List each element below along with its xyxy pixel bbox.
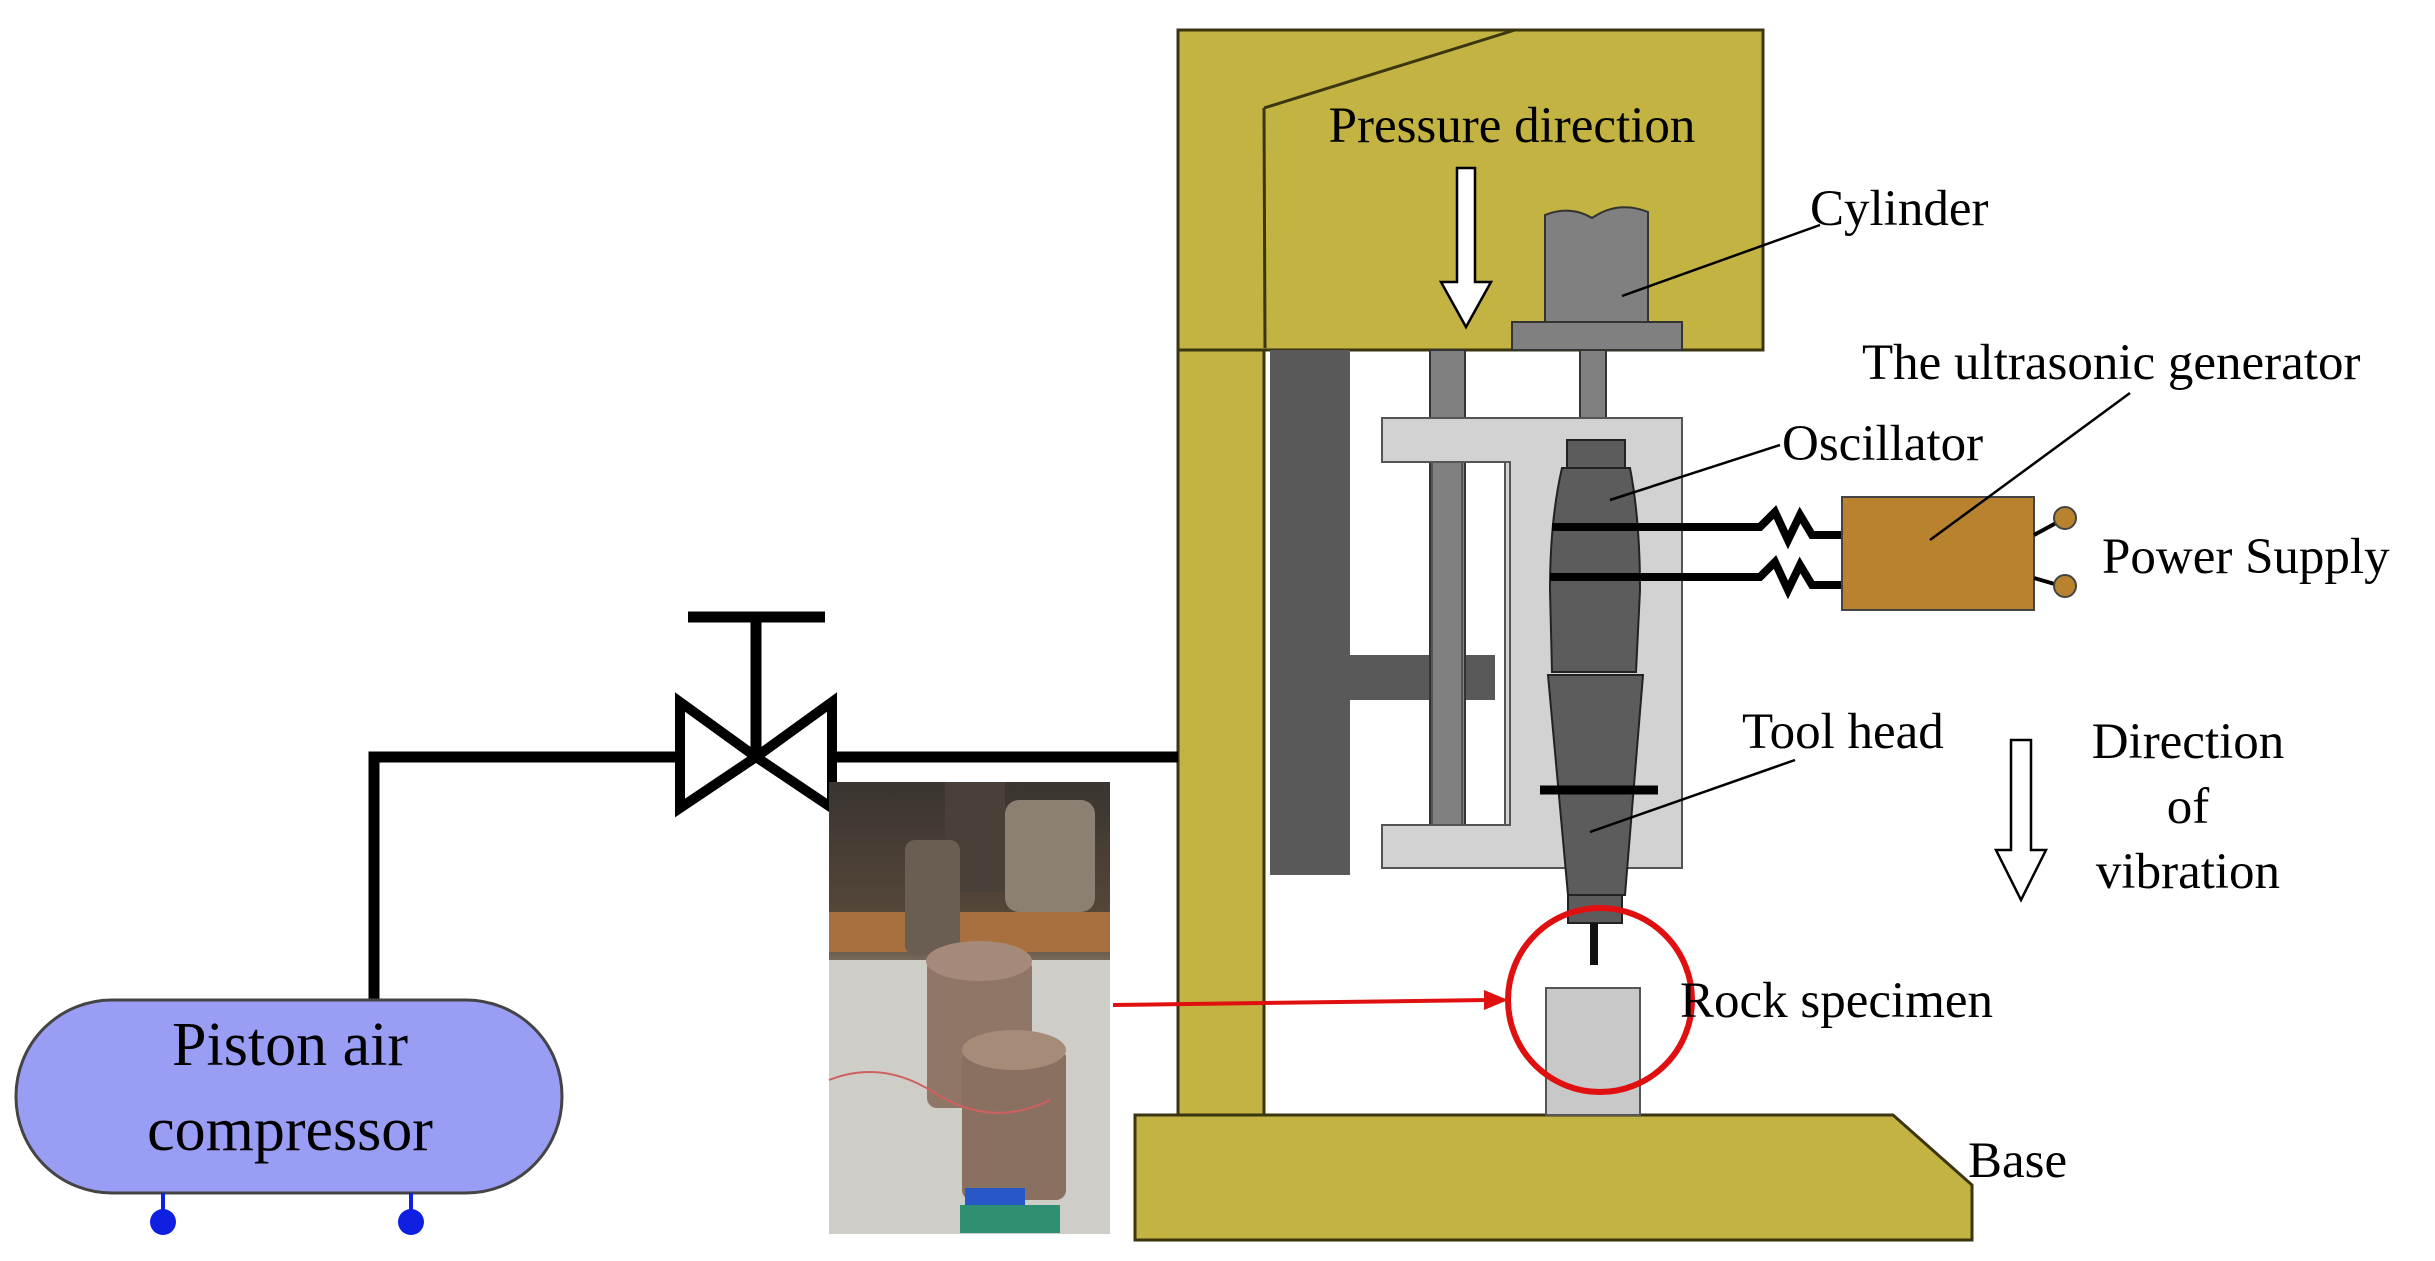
oscillator-cap: [1566, 439, 1626, 469]
frame-diagonal-line: [1263, 28, 1516, 110]
valve-body-left: [675, 692, 765, 818]
label-direction-line2: of: [2167, 779, 2210, 835]
air-pipe: [368, 751, 1178, 1000]
label-ultrasonic-generator: The ultrasonic generator: [1862, 335, 2360, 391]
photo-specimen-front-top: [962, 1030, 1066, 1070]
leader-cylinder: [1621, 223, 1821, 298]
photo-horn-neck: [905, 840, 960, 955]
compressor-label-line2: compressor: [147, 1096, 433, 1164]
specimen-photo: [828, 782, 1110, 1234]
photo-pointer-arrow-line: [1112, 998, 1489, 1007]
leader-tool-head: [1589, 758, 1796, 834]
leader-lines: [1589, 223, 2131, 834]
tool-needle: [1590, 923, 1598, 965]
label-pressure-direction: Pressure direction: [1329, 98, 1696, 154]
cable-bottom: [1648, 555, 1842, 600]
power-terminal-2: [2053, 574, 2077, 598]
slide-guide-block: [1270, 350, 1495, 875]
leader-generator: [1929, 391, 2131, 542]
pneumatic-line: [368, 611, 1178, 1000]
cylinder-body: [1544, 206, 1649, 323]
label-tool-head: Tool head: [1742, 704, 1944, 760]
oscillator-body: [1548, 467, 1642, 673]
photo-specimen-front: [962, 1048, 1066, 1200]
photo-red-wire: [828, 1071, 1051, 1114]
compressor-foot-left: [150, 1209, 176, 1235]
photo-green-base: [960, 1205, 1060, 1233]
gate-valve: [675, 692, 837, 818]
generator-box: [1841, 496, 2035, 611]
cylinder-flange: [1511, 321, 1683, 351]
label-power-supply: Power Supply: [2102, 529, 2390, 585]
valve-body-right: [747, 692, 837, 818]
label-cylinder: Cylinder: [1810, 181, 1988, 237]
compressor-tank: [14, 998, 564, 1195]
oscillator-stack: [1540, 439, 1658, 965]
compressor-foot-right: [398, 1209, 424, 1235]
label-direction-line1: Direction: [2092, 714, 2285, 770]
photo-horn-body: [1005, 800, 1095, 912]
rock-specimen-block: [1545, 987, 1641, 1116]
label-base: Base: [1968, 1133, 2067, 1189]
label-oscillator: Oscillator: [1782, 416, 1983, 472]
piston-air-compressor: Piston air compressor: [14, 998, 564, 1235]
generator-cables: [1648, 505, 1842, 600]
photo-pointer-arrowhead: [1484, 990, 1508, 1010]
cable-top: [1648, 505, 1842, 550]
leader-oscillator: [1609, 443, 1781, 502]
carriage-inner-rail: [1431, 461, 1463, 826]
ultrasonic-generator: [1841, 496, 2077, 611]
power-lead-1: [2033, 520, 2059, 537]
frame-bevel-line: [1262, 107, 1267, 349]
frame-base: [1133, 1113, 1974, 1242]
frame-inner-patch: [1180, 32, 1262, 348]
label-rock-specimen: Rock specimen: [1680, 973, 1993, 1029]
tool-head-horn: [1546, 674, 1645, 896]
pressure-direction-arrow: [1438, 166, 1494, 330]
compressor-label-line1: Piston air: [172, 1011, 408, 1079]
power-terminal-1: [2053, 506, 2077, 530]
photo-specimen-back-top: [926, 941, 1032, 981]
vibration-direction-arrow: [1993, 738, 2049, 903]
label-direction-line3: vibration: [2096, 844, 2280, 900]
